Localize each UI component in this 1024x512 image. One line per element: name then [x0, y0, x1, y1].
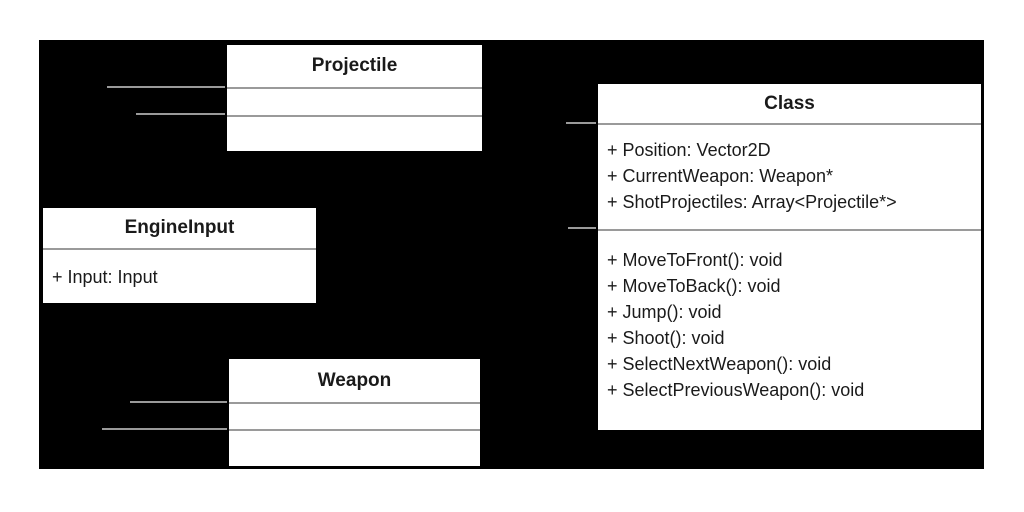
- member-row: + ShotProjectiles: Array<Projectile*>: [607, 192, 897, 212]
- methods-compartment: + MoveToFront(): void + MoveToBack(): voi…: [598, 229, 981, 430]
- member-row: + MoveToFront(): void: [607, 250, 783, 270]
- connector-line-weapon-bottom: [102, 428, 227, 430]
- class-box-projectile: Projectile: [225, 43, 484, 153]
- methods-compartment: [227, 115, 482, 151]
- class-title: Projectile: [311, 55, 398, 76]
- connector-line-weapon-top: [130, 401, 227, 403]
- attributes-compartment: + Position: Vector2D + CurrentWeapon: Wea…: [598, 123, 981, 229]
- member-row: + MoveToBack(): void: [607, 276, 781, 296]
- class-title: Class: [764, 92, 815, 114]
- attributes-compartment: + Input: Input: [43, 248, 316, 303]
- connector-line-projectile-bottom: [136, 113, 225, 115]
- connector-line-projectile-top: [107, 86, 225, 88]
- class-title: EngineInput: [124, 217, 235, 238]
- attributes-compartment: [229, 402, 480, 429]
- member-row: + Jump(): void: [607, 302, 722, 322]
- member-row: + Shoot(): void: [607, 328, 725, 348]
- member-row: + SelectNextWeapon(): void: [607, 354, 832, 374]
- connector-line-class-top: [566, 122, 596, 124]
- methods-compartment: [229, 429, 480, 466]
- member-row: + SelectPreviousWeapon(): void: [607, 380, 865, 400]
- class-title: Weapon: [317, 369, 392, 391]
- class-box-engineinput: EngineInput + Input: Input: [41, 206, 318, 305]
- attributes-compartment: [227, 87, 482, 115]
- class-box-weapon: Weapon: [227, 357, 482, 468]
- class-box-class: Class + Position: Vector2D + CurrentWeapo…: [596, 82, 983, 432]
- connector-line-class-bottom: [568, 227, 596, 229]
- member-row: + Input: Input: [52, 267, 158, 287]
- member-row: + Position: Vector2D: [607, 140, 771, 160]
- member-row: + CurrentWeapon: Weapon*: [607, 166, 833, 186]
